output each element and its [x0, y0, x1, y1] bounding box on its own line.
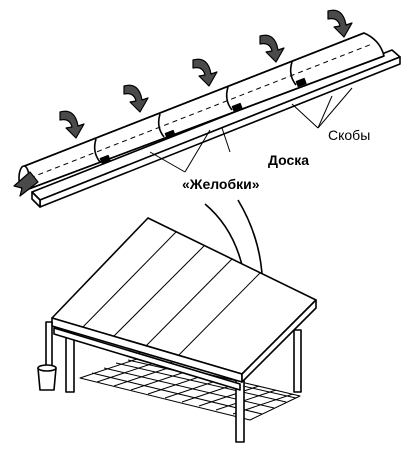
gutter-pipe	[18, 32, 385, 191]
brackets-label: Скобы	[328, 127, 370, 143]
leader-lines	[149, 87, 353, 173]
roof-surface	[51, 217, 317, 375]
post-back-right	[293, 329, 302, 393]
gutter-assembly	[13, 9, 401, 208]
post-front-left	[65, 331, 75, 393]
board-label: Доска	[268, 152, 309, 168]
downpipe	[45, 321, 53, 367]
roof-planks	[79, 231, 261, 367]
gutters-label: «Желобки»	[182, 176, 260, 192]
paving-grid	[79, 357, 301, 421]
bracket-arrows	[13, 9, 353, 197]
pergola	[37, 217, 317, 443]
